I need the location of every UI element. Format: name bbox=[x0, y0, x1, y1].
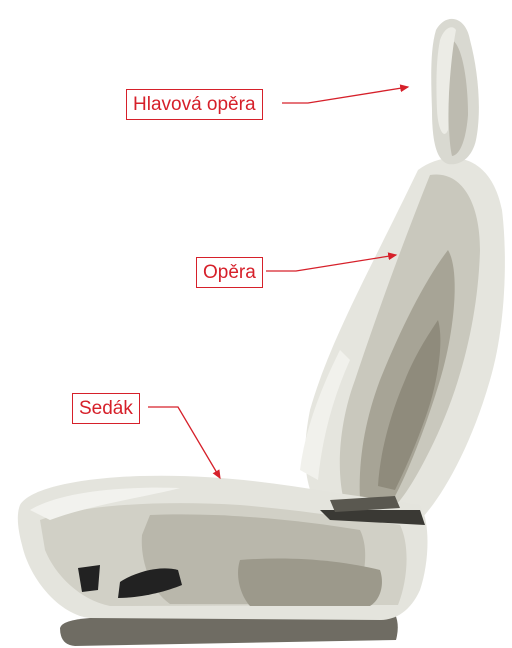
seat-leader bbox=[148, 407, 220, 478]
backrest bbox=[300, 158, 505, 520]
backrest-label: Opěra bbox=[196, 257, 263, 288]
seat-cushion bbox=[18, 476, 428, 620]
headrest-leader bbox=[282, 87, 408, 103]
seat-label: Sedák bbox=[72, 393, 140, 424]
headrest bbox=[431, 19, 479, 164]
headrest-label: Hlavová opěra bbox=[126, 89, 263, 120]
